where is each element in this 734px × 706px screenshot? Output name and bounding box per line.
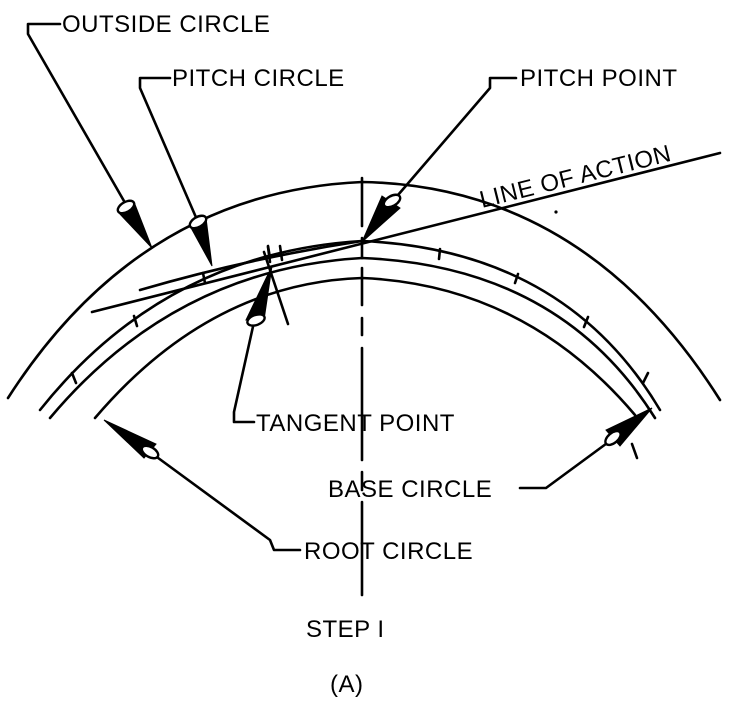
- line-of-action-label: LINE OF ACTION: [477, 140, 674, 214]
- base-circle-leader: [518, 407, 653, 490]
- root-circle-label: ROOT CIRCLE: [304, 538, 473, 565]
- root-circle-leader: [103, 419, 302, 552]
- pitch-point-label: PITCH POINT: [520, 65, 678, 92]
- speck-mark: [554, 210, 558, 214]
- step-label: STEP I: [306, 616, 385, 643]
- tangent-construction: [138, 239, 364, 326]
- pitch-circle-arc: [38, 239, 662, 412]
- outside-circle-label: OUTSIDE CIRCLE: [62, 11, 270, 38]
- outside-circle-leader: [26, 22, 153, 249]
- figure-tag-label: (A): [330, 671, 364, 698]
- pitch-point-leader: [361, 76, 518, 243]
- tangent-point-label: TANGENT POINT: [256, 410, 455, 437]
- base-circle-label: BASE CIRCLE: [328, 476, 492, 503]
- line-of-action-line: [90, 151, 722, 314]
- outside-circle-arc: [6, 180, 722, 402]
- tangent-point-leader: [232, 265, 273, 424]
- pitch-circle-label: PITCH CIRCLE: [172, 65, 345, 92]
- pitch-circle-leader: [138, 76, 213, 267]
- base-circle-arc: [48, 256, 657, 420]
